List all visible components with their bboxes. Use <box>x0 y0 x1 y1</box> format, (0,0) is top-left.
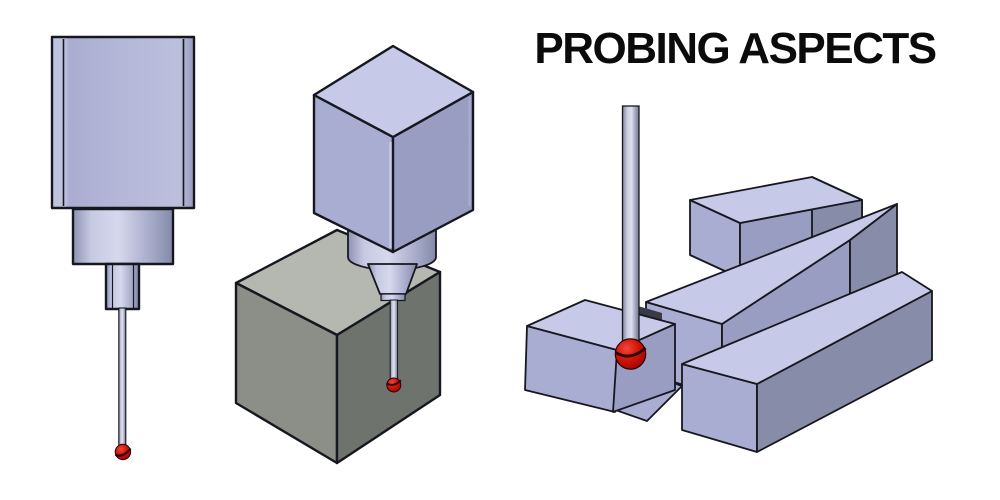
slot-probing-figure <box>524 105 933 453</box>
stylus-shaft <box>118 307 127 447</box>
probe-body-front <box>50 35 196 210</box>
ruby-ball-seam <box>114 447 132 457</box>
ruby-ball-seam <box>614 346 647 358</box>
front-bar-top-face <box>681 271 933 385</box>
probe-flange-cylinder <box>71 207 175 266</box>
middle-bar-top-face <box>645 203 898 325</box>
probe-taper-adapter <box>367 263 418 295</box>
stylus-shaft <box>621 105 640 349</box>
probe-head-top-face <box>312 44 475 139</box>
probe-front-view-figure <box>50 35 196 461</box>
probe-touching-cube-figure <box>234 44 475 465</box>
ruby-ball-seam <box>386 379 402 386</box>
diagram-title: PROBING ASPECTS <box>534 24 937 73</box>
ruby-ball-tip <box>614 338 647 370</box>
stylus-shaft <box>389 299 399 381</box>
back-bar-top-face <box>689 176 863 224</box>
